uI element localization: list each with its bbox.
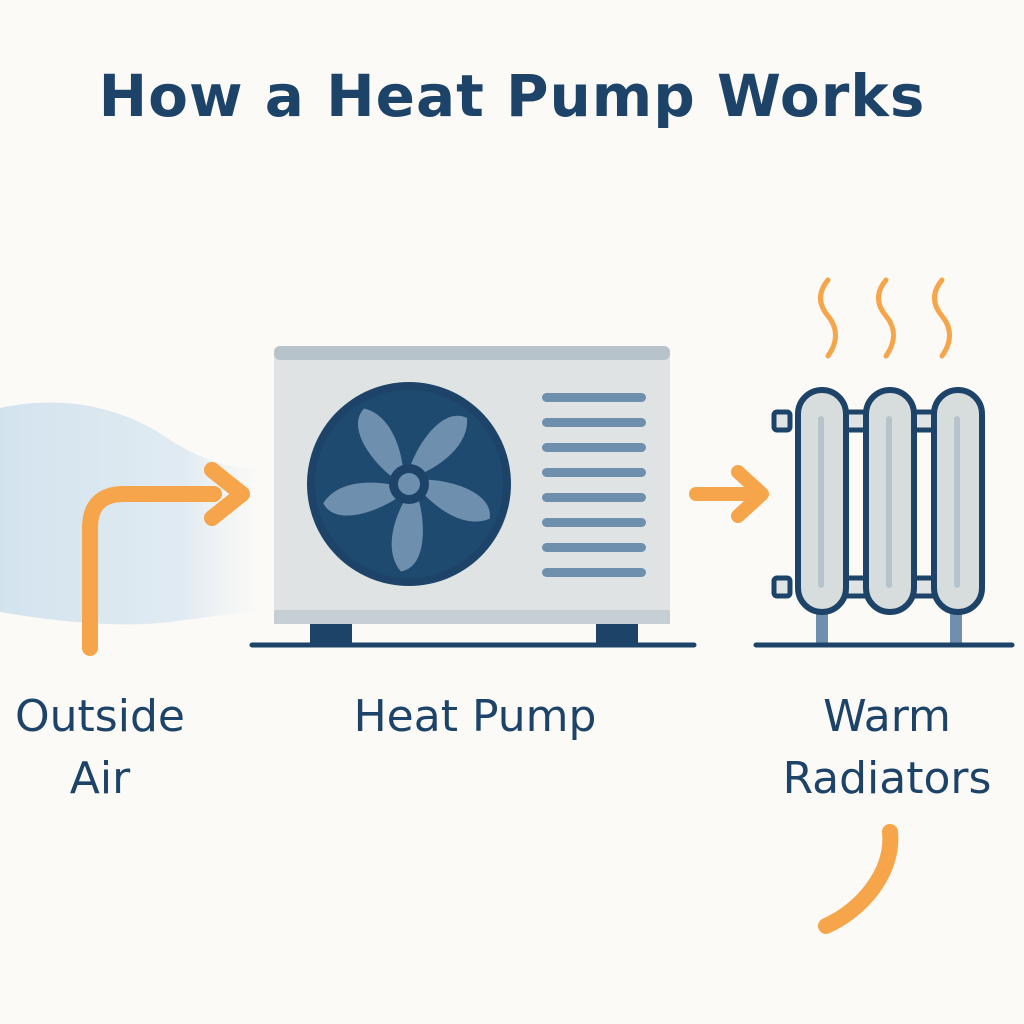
outside-air-label-line2: Air <box>69 753 131 804</box>
flow-arrow-icon <box>818 824 899 934</box>
radiator-icon <box>753 387 1015 648</box>
heat-pump-label-text: Heat Pump <box>353 691 597 742</box>
fan-icon <box>307 382 511 586</box>
heat-pump-unit-icon <box>249 346 697 648</box>
warm-radiators-label-line2: Radiators <box>782 753 992 804</box>
page-title: How a Heat Pump Works <box>98 62 926 130</box>
flow-arrow-icon <box>689 465 769 523</box>
vent-grille-icon <box>542 393 646 577</box>
outside-air-label: Outside Air <box>0 686 200 810</box>
warm-radiators-label: Warm Radiators <box>752 686 1022 810</box>
outside-air-label-line1: Outside <box>15 691 185 742</box>
warm-radiators-label-line1: Warm <box>823 691 951 742</box>
heat-waves-icon <box>818 277 952 359</box>
heat-pump-label: Heat Pump <box>300 686 650 748</box>
outside-air-wave-icon <box>0 402 262 625</box>
flow-arrow-icon <box>82 462 250 656</box>
